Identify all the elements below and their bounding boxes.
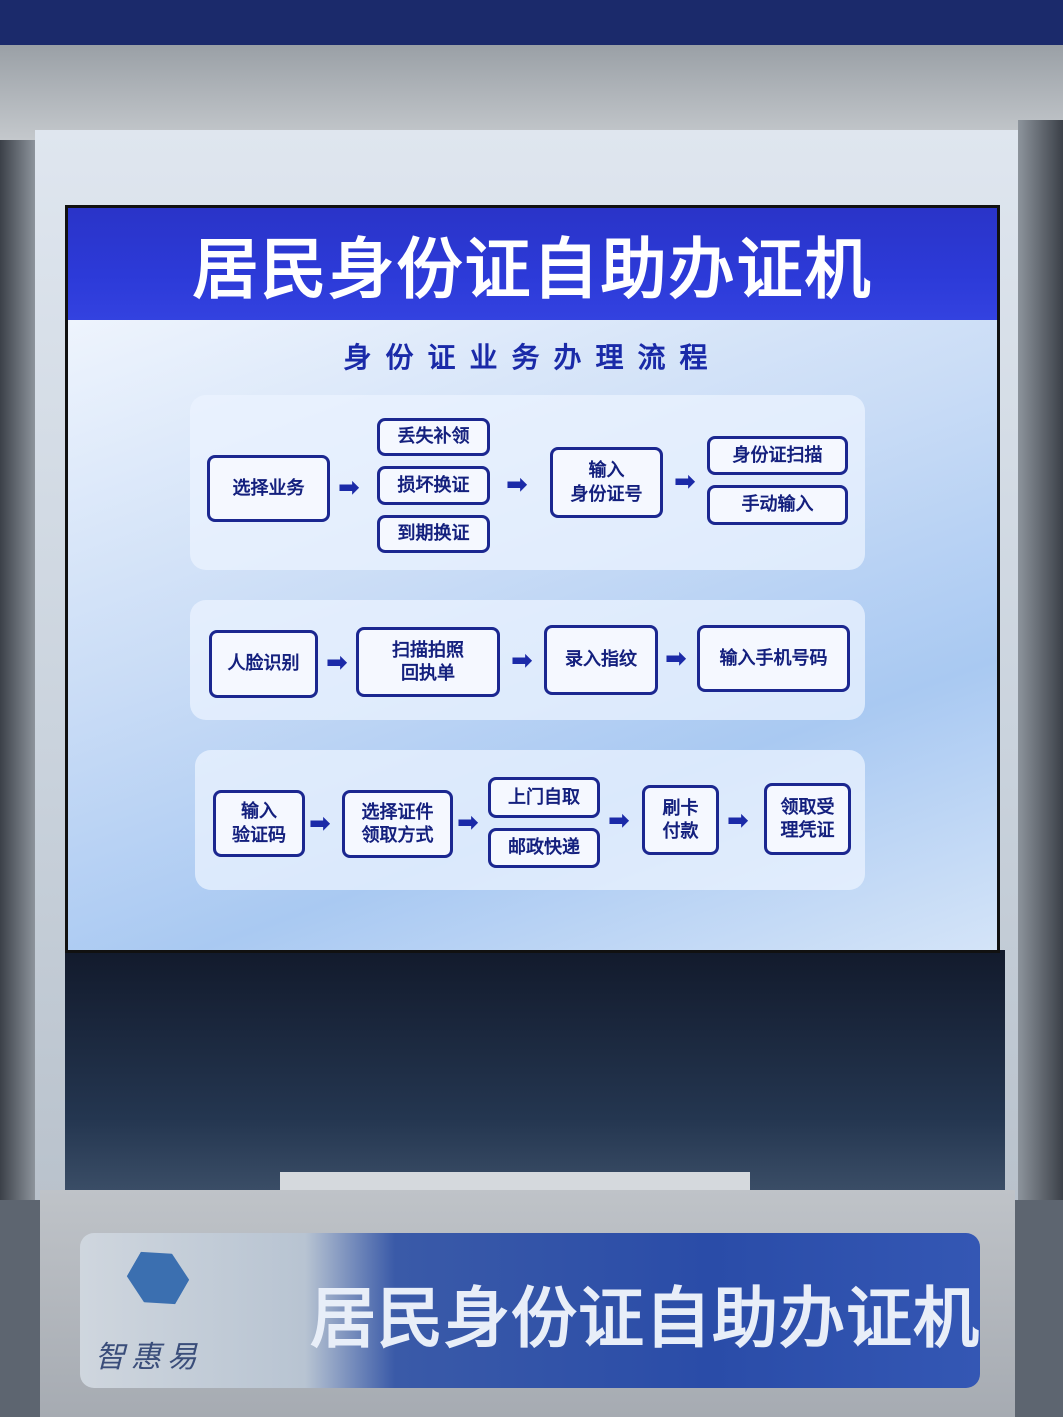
arrow-right-icon: ➡ <box>309 809 331 839</box>
brand-name: 智惠易 <box>95 1340 203 1375</box>
arrow-right-icon: ➡ <box>727 806 749 836</box>
option-self-pickup: 上门自取 <box>488 777 600 818</box>
kiosk-sign-panel <box>80 1233 980 1388</box>
arrow-right-icon: ➡ <box>674 467 696 497</box>
flow-subtitle: 身份证业务办理流程 <box>343 341 722 374</box>
arrow-right-icon: ➡ <box>338 473 360 503</box>
method-manual-input: 手动输入 <box>707 485 848 525</box>
document-tray <box>280 1172 750 1194</box>
ceiling-strip <box>0 0 1063 45</box>
step-card-payment: 刷卡 付款 <box>642 785 719 855</box>
arrow-right-icon: ➡ <box>326 648 348 678</box>
sign-title: 居民身份证自助办证机 <box>310 1280 980 1357</box>
arrow-right-icon: ➡ <box>608 806 630 836</box>
arrow-right-icon: ➡ <box>511 646 533 676</box>
screen-title: 居民身份证自助办证机 <box>68 208 997 320</box>
arrow-right-icon: ➡ <box>457 808 479 838</box>
kiosk-left-frame <box>0 140 35 1200</box>
option-lost: 丢失补领 <box>377 418 490 456</box>
option-expired: 到期换证 <box>377 515 490 553</box>
step-verification-code: 输入 验证码 <box>213 790 305 857</box>
option-damaged: 损坏换证 <box>377 466 490 505</box>
step-phone-number: 输入手机号码 <box>697 625 850 692</box>
kiosk-right-frame <box>1018 120 1063 1200</box>
step-input-id-number: 输入 身份证号 <box>550 447 663 518</box>
step-fingerprint: 录入指纹 <box>544 625 658 695</box>
step-scan-photo-receipt: 扫描拍照 回执单 <box>356 627 500 697</box>
step-select-service: 选择业务 <box>207 455 330 522</box>
kiosk-top-band <box>0 45 1063 140</box>
step-choose-pickup-method: 选择证件 领取方式 <box>342 790 453 858</box>
step-face-recognition: 人脸识别 <box>209 630 318 698</box>
arrow-right-icon: ➡ <box>665 644 687 674</box>
method-id-scan: 身份证扫描 <box>707 436 848 475</box>
option-postal-delivery: 邮政快递 <box>488 828 600 868</box>
arrow-right-icon: ➡ <box>506 470 528 500</box>
kiosk-lower-recess <box>65 950 1005 1190</box>
step-receipt: 领取受 理凭证 <box>764 783 851 855</box>
